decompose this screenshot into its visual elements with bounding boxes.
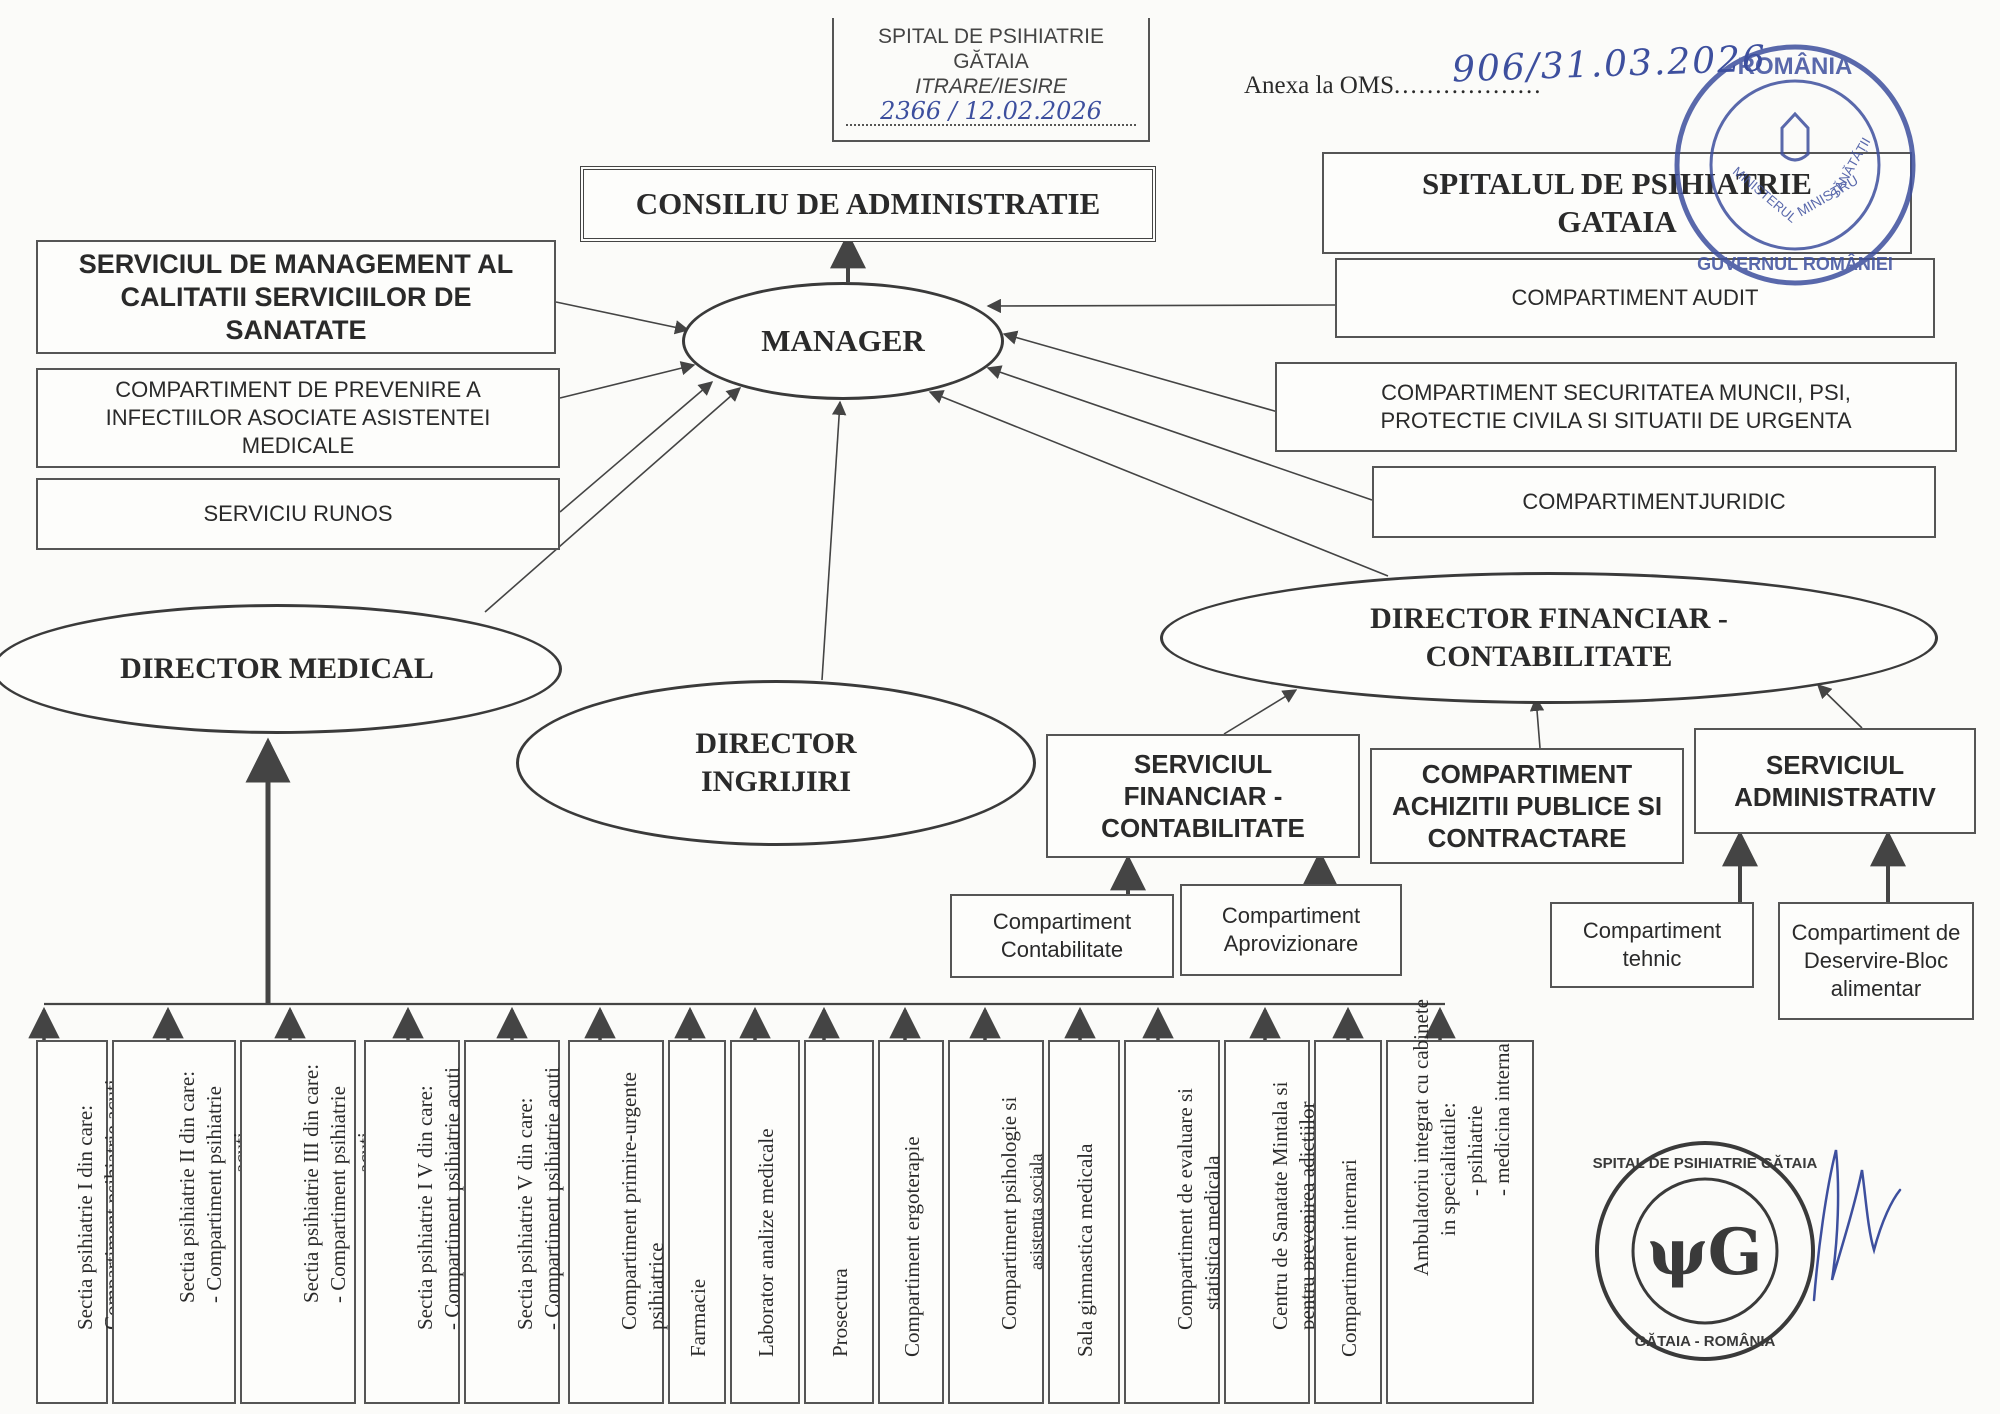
ministry-seal-bottom: GUVERNUL ROMÂNIEI (1697, 253, 1893, 274)
food-service-label: Compartiment de Deservire-Bloc alimentar (1791, 920, 1961, 1001)
board-title: CONSILIU DE ADMINISTRATIE (635, 186, 1101, 221)
director-medical-title: DIRECTOR MEDICAL (120, 652, 434, 685)
technical-label: Compartiment tehnic (1582, 918, 1722, 971)
accounting-box: Compartiment Contabilitate (950, 894, 1174, 978)
column-prosectura: Prosectura (804, 1040, 874, 1404)
column-text: Ambulatoriu integrat cu cabinete (1409, 999, 1433, 1276)
column-gimnastica: Sala gimnastica medicala (1048, 1040, 1120, 1404)
column-internari: Compartiment internari (1314, 1040, 1382, 1404)
financial-service-label: SERVICIUL FINANCIAR - CONTABILITATE (1101, 749, 1305, 843)
audit-box: COMPARTIMENT AUDIT (1335, 258, 1935, 338)
director-financiar-title: DIRECTOR FINANCIAR - CONTABILITATE (1370, 602, 1728, 673)
column-sectia-4: Sectia psihiatrie I V din care:- Compart… (364, 1040, 464, 1404)
column-text: - psihiatrie (1463, 1105, 1487, 1196)
column-text: asistenta sociala (1026, 1153, 1046, 1270)
legal-box: COMPARTIMENTJURIDIC (1372, 466, 1936, 538)
column-text: Sala gimnastica medicala (1073, 1143, 1097, 1357)
director-ingrijiri-title: DIRECTOR INGRIJIRI (695, 727, 857, 798)
column-sectia-3: Sectia psihiatrie III din care:- Compart… (240, 1040, 377, 1404)
column-text: psihiatrice (644, 1242, 668, 1330)
column-sectia-1: Sectia psihiatrie I din care:Compartimen… (36, 1040, 124, 1404)
column-text: - Compartiment psihiatrie acuti (540, 1066, 564, 1330)
column-text: in specialitatile: (1436, 1102, 1460, 1236)
director-financiar-ellipse: DIRECTOR FINANCIAR - CONTABILITATE (1160, 572, 1938, 704)
coat-of-arms-icon (1780, 111, 1810, 162)
registry-stamp-line2: GĂTAIA (953, 50, 1029, 73)
director-ingrijiri-ellipse: DIRECTOR INGRIJIRI (516, 680, 1036, 846)
quality-management-box: SERVICIUL DE MANAGEMENT AL CALITATII SER… (36, 240, 556, 354)
ministry-seal-inner-left: MINISTERUL (1730, 164, 1800, 226)
infection-prevention-label: COMPARTIMENT DE PREVENIRE A INFECTIILOR … (105, 377, 491, 458)
column-text: - Compartiment psihiatrie (326, 1086, 350, 1303)
runos-box: SERVICIU RUNOS (36, 478, 560, 550)
column-text: Sectia psihiatrie III din care: (299, 1063, 323, 1303)
ministry-seal-outer: ROMÂNIA (1738, 52, 1853, 80)
column-ergoterapie: Compartiment ergoterapie (878, 1040, 944, 1404)
procurement-box: COMPARTIMENT ACHIZITII PUBLICE SI CONTRA… (1370, 748, 1684, 864)
ministry-seal: ROMÂNIA MINISTRU MINISTERUL SĂNĂTĂȚII GU… (1674, 44, 1916, 286)
column-text: Compartiment primire-urgente (617, 1072, 641, 1330)
legal-label: COMPARTIMENTJURIDIC (1522, 489, 1786, 514)
signature (1812, 1149, 1902, 1302)
column-text: - medicina interna (1490, 1043, 1514, 1196)
safety-box: COMPARTIMENT SECURITATEA MUNCII, PSI, PR… (1275, 362, 1957, 452)
column-sectia-5: Sectia psihiatrie V din care:- Compartim… (464, 1040, 564, 1404)
column-text: Laborator analize medicale (754, 1128, 778, 1357)
manager-title: MANAGER (761, 323, 925, 358)
administrative-service-label: SERVICIUL ADMINISTRATIV (1734, 750, 1936, 812)
food-service-box: Compartiment de Deservire-Bloc alimentar (1778, 902, 1974, 1020)
registry-stamp-line3: ITRARE/IESIRE (915, 75, 1067, 98)
hospital-seal-bottom: GĂTAIA - ROMÂNIA (1635, 1332, 1776, 1350)
hospital-monogram-icon: ψG (1648, 1215, 1763, 1290)
column-text: Farmacie (686, 1278, 710, 1357)
safety-label: COMPARTIMENT SECURITATEA MUNCII, PSI, PR… (1380, 380, 1852, 433)
column-text: Centru de Sanatate Mintala si (1268, 1081, 1292, 1330)
column-sectia-2: Sectia psihiatrie II din care:- Comparti… (112, 1040, 253, 1404)
column-text: - Compartiment psihiatrie acuti (440, 1066, 464, 1330)
column-text: Compartiment internari (1337, 1159, 1361, 1357)
manager-ellipse: MANAGER (682, 282, 1004, 400)
supply-box: Compartiment Aprovizionare (1180, 884, 1402, 976)
hospital-title: SPITALUL DE PSIHIATRIE GATAIA (1422, 166, 1812, 239)
infection-prevention-box: COMPARTIMENT DE PREVENIRE A INFECTIILOR … (36, 368, 560, 468)
column-text: Sectia psihiatrie II din care: (175, 1070, 199, 1303)
column-farmacie: Farmacie (668, 1040, 726, 1404)
hospital-title-box: SPITALUL DE PSIHIATRIE GATAIA (1322, 152, 1912, 254)
column-text: Compartiment ergoterapie (900, 1136, 924, 1357)
quality-management-label: SERVICIUL DE MANAGEMENT AL CALITATII SER… (78, 248, 514, 345)
hospital-seal: SPITAL DE PSIHIATRIE GĂTAIA GĂTAIA - ROM… (1593, 1141, 1818, 1361)
column-laborator: Laborator analize medicale (730, 1040, 800, 1404)
financial-service-box: SERVICIUL FINANCIAR - CONTABILITATE (1046, 734, 1360, 858)
procurement-label: COMPARTIMENT ACHIZITII PUBLICE SI CONTRA… (1391, 759, 1663, 853)
column-text: Sectia psihiatrie V din care: (513, 1097, 537, 1331)
technical-box: Compartiment tehnic (1550, 902, 1754, 988)
registry-stamp-number: 2366 / 12.02.2026 (846, 99, 1136, 126)
board-box: CONSILIU DE ADMINISTRATIE (580, 166, 1156, 242)
column-text: Compartiment de evaluare si (1173, 1087, 1197, 1330)
column-text: Sectia psihiatrie I V din care: (413, 1085, 437, 1330)
column-text: - Compartiment psihiatrie (202, 1086, 226, 1303)
supply-label: Compartiment Aprovizionare (1221, 903, 1361, 956)
registry-stamp: SPITAL DE PSIHIATRIE GĂTAIA ITRARE/IESIR… (832, 18, 1150, 142)
accounting-label: Compartiment Contabilitate (992, 909, 1132, 962)
administrative-service-box: SERVICIUL ADMINISTRATIV (1694, 728, 1976, 834)
annex-label: Anexa la OMS.................. (1244, 72, 1543, 99)
column-text: Compartiment psihologie si (997, 1096, 1021, 1330)
audit-label: COMPARTIMENT AUDIT (1511, 285, 1759, 310)
annex-label-text: Anexa la OMS (1244, 72, 1394, 99)
column-text: Sectia psihiatrie I din care: (73, 1104, 97, 1330)
registry-stamp-line1: SPITAL DE PSIHIATRIE (878, 25, 1104, 48)
runos-label: SERVICIU RUNOS (203, 501, 393, 526)
column-text: statistica medicala (1200, 1155, 1224, 1310)
column-text: Prosectura (828, 1268, 852, 1357)
hospital-seal-ring: SPITAL DE PSIHIATRIE GĂTAIA (1593, 1155, 1818, 1172)
director-medical-ellipse: DIRECTOR MEDICAL (0, 604, 562, 734)
